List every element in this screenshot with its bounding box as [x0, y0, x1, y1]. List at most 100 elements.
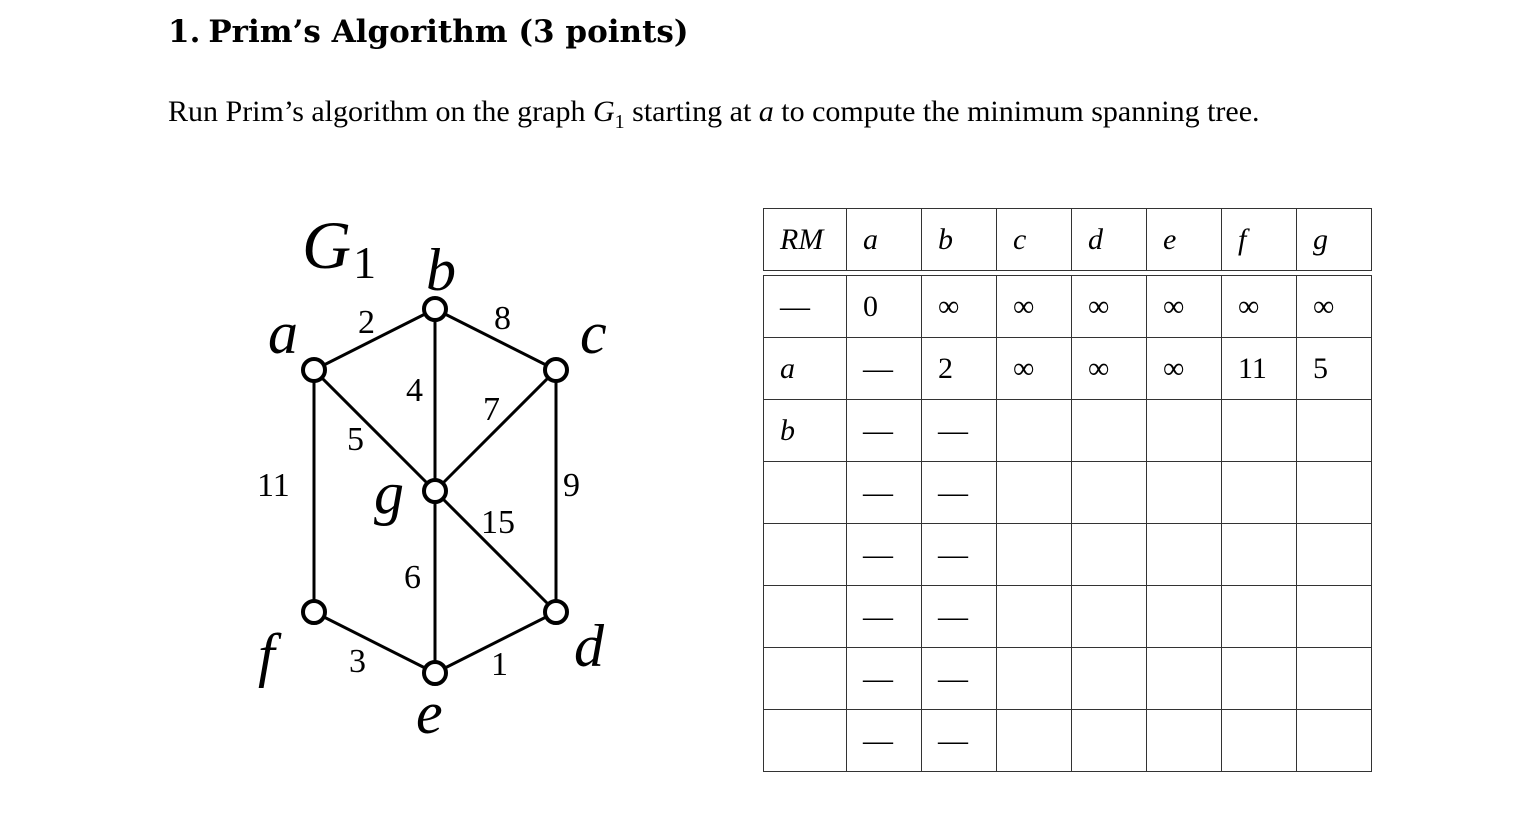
edge-a-g	[312, 368, 437, 493]
header-cell-3: c	[996, 208, 1072, 271]
statement-part3: to compute the minimum spanning tree.	[773, 95, 1260, 128]
edge-weight-a-g: 5	[347, 421, 364, 458]
table-cell: 5	[1296, 337, 1372, 400]
graph-symbol: G	[592, 95, 615, 128]
edge-a-b	[313, 307, 436, 372]
table-cell: a	[763, 337, 847, 400]
vertex-c	[543, 357, 569, 383]
edge-g-d	[433, 489, 558, 614]
table-cell	[1071, 399, 1147, 462]
table-cell: —	[921, 647, 997, 710]
table-cell	[1296, 585, 1372, 648]
edge-weight-a-b: 2	[358, 304, 375, 341]
vertex-f	[301, 599, 327, 625]
table-cell: ∞	[921, 275, 997, 338]
edge-f-e	[313, 610, 436, 675]
edge-weight-e-d: 1	[491, 646, 508, 683]
vertex-label-c: c	[580, 300, 607, 366]
vertex-label-e: e	[416, 680, 443, 746]
table-cell	[996, 399, 1072, 462]
table-cell: —	[921, 709, 997, 772]
table-cell	[1146, 709, 1222, 772]
table-row: ——	[763, 461, 1372, 524]
header-cell-5: e	[1146, 208, 1222, 271]
edge-e-d	[434, 610, 557, 675]
table-cell: ∞	[1146, 275, 1222, 338]
table-cell: —	[921, 523, 997, 586]
vertex-a	[301, 357, 327, 383]
table-cell	[763, 709, 847, 772]
edge-weight-c-g: 7	[483, 391, 500, 428]
table-cell	[763, 647, 847, 710]
problem-number: 1.	[168, 14, 201, 50]
table-cell: —	[846, 461, 922, 524]
table-cell	[1071, 709, 1147, 772]
table-cell	[996, 647, 1072, 710]
table-cell: ∞	[1296, 275, 1372, 338]
table-cell: —	[846, 585, 922, 648]
table-cell	[996, 523, 1072, 586]
table-cell	[763, 523, 847, 586]
table-row: —0∞∞∞∞∞∞	[763, 275, 1372, 338]
table-cell: —	[846, 523, 922, 586]
problem-heading: 1.Prim’s Algorithm (3 points)	[168, 14, 697, 50]
table-cell	[996, 709, 1072, 772]
header-cell-4: d	[1071, 208, 1147, 271]
table-cell: —	[921, 585, 997, 648]
table-cell	[996, 585, 1072, 648]
table-cell: ∞	[1071, 337, 1147, 400]
edge-weight-f-e: 3	[349, 643, 366, 680]
table-row: ——	[763, 709, 1372, 772]
edge-weight-g-d: 15	[481, 504, 515, 541]
header-cell-2: b	[921, 208, 997, 271]
table-cell: —	[921, 461, 997, 524]
table-cell	[1146, 647, 1222, 710]
table-cell	[1296, 399, 1372, 462]
edge-b-c	[434, 307, 557, 372]
table-cell	[1146, 523, 1222, 586]
table-cell: —	[846, 337, 922, 400]
table-cell	[1221, 585, 1297, 648]
table-cell	[1071, 585, 1147, 648]
table-cell	[1296, 523, 1372, 586]
problem-statement: Run Prim’s algorithm on the graph G1 sta…	[168, 90, 1328, 144]
edge-weight-g-e: 6	[404, 559, 421, 596]
vertex-label-g: g	[374, 460, 404, 526]
table-cell: ∞	[996, 275, 1072, 338]
table-cell: —	[846, 709, 922, 772]
vertex-label-d: d	[574, 613, 605, 679]
edge-weight-c-d: 9	[563, 467, 580, 504]
edge-c-g	[433, 368, 558, 493]
table-cell	[763, 461, 847, 524]
table-cell	[1146, 399, 1222, 462]
table-cell	[1221, 399, 1297, 462]
table-cell	[1296, 461, 1372, 524]
table-cell: 11	[1221, 337, 1297, 400]
table-cell: 0	[846, 275, 922, 338]
statement-part1: Run Prim’s algorithm on the graph	[168, 95, 593, 128]
table-row: ——	[763, 647, 1372, 710]
table-row: b——	[763, 399, 1372, 462]
table-cell: ∞	[996, 337, 1072, 400]
table-cell	[1071, 523, 1147, 586]
problem-title: Prim’s Algorithm (3 points)	[208, 14, 689, 50]
table-cell: —	[846, 399, 922, 462]
table-cell: —	[846, 647, 922, 710]
edge-weight-b-g: 4	[406, 372, 423, 409]
vertex-g	[422, 478, 448, 504]
vertex-label-f: f	[258, 622, 282, 688]
vertex-label-a: a	[268, 300, 298, 366]
table-cell	[996, 461, 1072, 524]
table-cell: ∞	[1146, 337, 1222, 400]
edge-weight-b-c: 8	[494, 300, 511, 337]
statement-part2: starting at	[624, 95, 759, 128]
header-cell-1: a	[846, 208, 922, 271]
table-cell: ∞	[1071, 275, 1147, 338]
graph-title: G1	[302, 207, 376, 288]
vertex-d	[543, 599, 569, 625]
table-cell: ∞	[1221, 275, 1297, 338]
